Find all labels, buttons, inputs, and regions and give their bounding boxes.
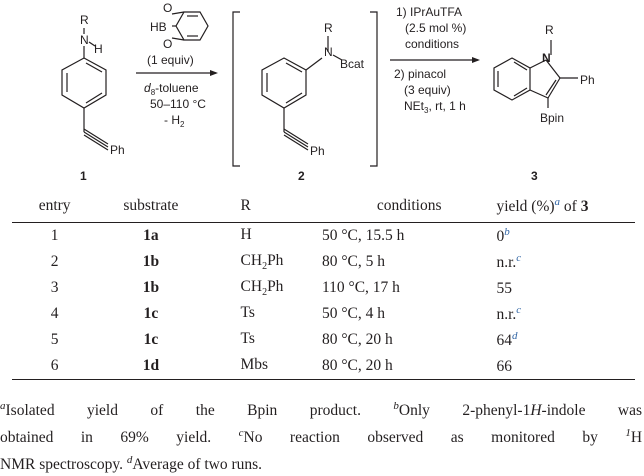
header-conditions: conditions xyxy=(321,194,497,223)
step1-line2: (2.5 mol %) xyxy=(405,21,466,35)
reactant-r-label: R xyxy=(80,13,89,27)
right-bracket xyxy=(370,11,378,167)
header-r: R xyxy=(204,194,322,223)
table-footnotes: aIsolated yield of the Bpin product. bOn… xyxy=(0,395,642,476)
reaction-arrow-1-head xyxy=(210,70,218,76)
cell-entry: 3 xyxy=(50,279,59,296)
reactant-h-label: H xyxy=(94,42,103,56)
product-structure xyxy=(493,40,578,108)
cell-r: Ts xyxy=(240,329,255,347)
cell-substrate: 1c xyxy=(143,331,159,348)
cell-conditions: 50 °C, 4 h xyxy=(321,305,386,322)
reactant-structure xyxy=(61,28,109,151)
product-ph-label: Ph xyxy=(580,73,595,87)
intermediate-compound-label: 2 xyxy=(298,169,305,183)
cell-r: CH2Ph xyxy=(240,251,284,273)
reagent-byproduct: - H2 xyxy=(164,113,185,129)
step1-line3: conditions xyxy=(405,37,459,51)
cell-conditions: 50 °C, 15.5 h xyxy=(321,227,405,244)
cell-entry: 5 xyxy=(50,331,59,348)
intermediate-n-label: N xyxy=(324,45,333,59)
step1-line1: 1) IPrAuTFA xyxy=(396,5,462,19)
product-bpin-label: Bpin xyxy=(540,111,564,125)
table-header-row: entry substrate R conditions yield (%)a … xyxy=(12,194,635,223)
cell-r: CH2Ph xyxy=(240,277,284,299)
header-entry: entry xyxy=(12,194,98,223)
cell-substrate: 1b xyxy=(142,279,160,296)
cell-conditions: 80 °C, 5 h xyxy=(321,253,386,270)
table-row: 5 1c Ts 80 °C, 20 h 64d xyxy=(12,327,635,353)
header-yield: yield (%)a of 3 xyxy=(496,194,635,223)
reagent-temperature: 50–110 °C xyxy=(150,97,206,111)
cell-entry: 6 xyxy=(12,353,98,380)
table-row: 4 1c Ts 50 °C, 4 h n.r.c xyxy=(12,301,635,327)
intermediate-bcat-label: Bcat xyxy=(340,57,365,71)
cell-yield: 0b xyxy=(496,225,510,246)
cell-yield: n.r.c xyxy=(496,251,522,272)
product-compound-label: 3 xyxy=(531,169,538,183)
cell-entry: 2 xyxy=(50,253,59,270)
cell-substrate: 1a xyxy=(143,227,159,244)
cell-conditions: 110 °C, 17 h xyxy=(321,279,400,296)
cell-entry: 1 xyxy=(50,227,59,244)
cell-r: H xyxy=(240,225,252,243)
cell-substrate: 1b xyxy=(142,253,160,270)
cell-entry: 4 xyxy=(50,305,59,322)
table-row: 2 1b CH2Ph 80 °C, 5 h n.r.c xyxy=(12,249,635,275)
cell-yield: 55 xyxy=(496,280,512,298)
step2-line2: (3 equiv) xyxy=(404,83,451,97)
step2-line3: NEt3, rt, 1 h xyxy=(404,99,466,115)
cell-yield: 64d xyxy=(496,329,518,350)
table-row: 1 1a H 50 °C, 15.5 h 0b xyxy=(12,223,635,250)
reactant-n-label: N xyxy=(80,33,89,47)
cell-substrate: 1c xyxy=(143,305,159,322)
reagent-hb-label: HB xyxy=(150,20,167,34)
cell-yield: n.r.c xyxy=(496,303,522,324)
cell-r: Mbs xyxy=(204,353,322,380)
product-r-label: R xyxy=(545,23,554,37)
cell-conditions: 80 °C, 20 h xyxy=(321,353,497,380)
footnote-line-2: obtained in 69% yield. cNo reaction obse… xyxy=(0,427,643,447)
footnote-line-3: NMR spectroscopy. dAverage of two runs. xyxy=(0,454,263,474)
reagent-o-label-bottom: O xyxy=(163,37,172,51)
table-row: 3 1b CH2Ph 110 °C, 17 h 55 xyxy=(12,275,635,301)
product-n-label: N xyxy=(542,51,551,65)
header-substrate: substrate xyxy=(97,194,205,223)
reagent-solvent: d8-toluene xyxy=(144,81,199,97)
cell-yield: 66 xyxy=(496,353,635,380)
left-bracket xyxy=(232,11,240,167)
reaction-scheme: R N H Ph 1 O HB O (1 equiv) d8-toluene 5… xyxy=(61,1,595,183)
cell-r: Ts xyxy=(240,303,255,321)
reagent-equiv: (1 equiv) xyxy=(147,53,194,67)
reaction-arrow-2-head xyxy=(472,57,480,63)
reactant-compound-label: 1 xyxy=(80,169,87,183)
cell-conditions: 80 °C, 20 h xyxy=(321,331,393,348)
intermediate-r-label: R xyxy=(324,21,333,35)
results-table: entry substrate R conditions yield (%)a … xyxy=(12,194,635,380)
intermediate-structure xyxy=(261,36,343,151)
footnote-line-1: aIsolated yield of the Bpin product. bOn… xyxy=(0,400,642,420)
catecholborane-structure xyxy=(171,11,209,41)
reagent-o-label-top: O xyxy=(163,1,172,15)
intermediate-ph-label: Ph xyxy=(310,144,325,158)
step2-line1: 2) pinacol xyxy=(394,67,446,81)
cell-substrate: 1d xyxy=(97,353,205,380)
reactant-ph-label: Ph xyxy=(110,143,125,157)
